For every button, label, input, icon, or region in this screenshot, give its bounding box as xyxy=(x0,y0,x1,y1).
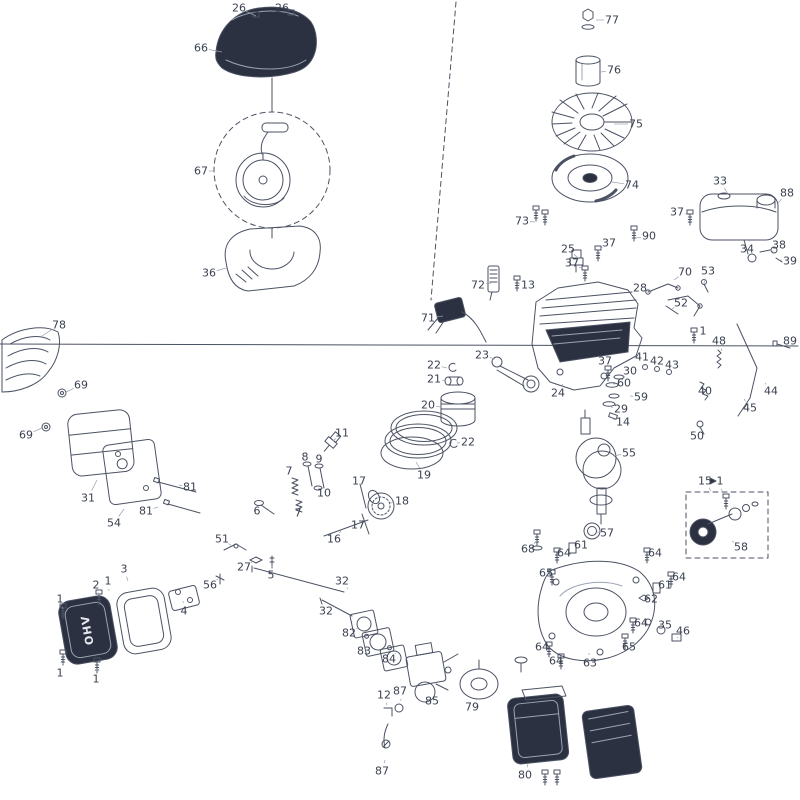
throttle-rods-art xyxy=(251,565,353,617)
recoil-starter-cover-art xyxy=(215,6,317,78)
cover-bolts-art xyxy=(514,542,682,673)
construction-lines xyxy=(271,1,457,301)
guide-plate-art xyxy=(168,585,200,611)
control-levers-art xyxy=(645,279,791,369)
intake-carburetor-art xyxy=(349,609,499,703)
air-cleaner-base-art xyxy=(459,659,499,700)
connecting-rod-art xyxy=(491,356,540,393)
piston-art xyxy=(440,391,476,427)
flywheel-fan-art xyxy=(551,92,633,152)
fuel-line-art xyxy=(381,703,404,749)
flywheel-art xyxy=(551,153,629,203)
fan-housing-art xyxy=(224,225,321,292)
muffler-bracket-art xyxy=(581,704,643,780)
carburetor-art xyxy=(405,642,459,703)
fuel-tank-art xyxy=(699,192,783,263)
valve-cover-gasket-art xyxy=(116,587,172,655)
piston-rings-art xyxy=(380,410,458,470)
muffler-gasket-art xyxy=(102,438,162,506)
lower-muffler-art xyxy=(507,685,570,786)
sump-bolt-art xyxy=(531,529,543,551)
crankshaft-art xyxy=(575,364,672,525)
rocker-parts-art xyxy=(215,543,275,585)
starter-cup-art xyxy=(575,55,601,87)
muffler-guard-art xyxy=(1,327,61,393)
recoil-starter-assembly-art xyxy=(213,111,331,229)
ignition-coil-art xyxy=(427,297,487,343)
camshaft-gear-assembly-art xyxy=(685,477,769,559)
muffler-art xyxy=(67,409,135,477)
crankcase-cover-art xyxy=(537,560,656,662)
governor-rod-art xyxy=(0,323,799,435)
valve-train-art xyxy=(254,431,395,537)
muffler-bolts-art xyxy=(41,388,67,432)
coil-bolt-art xyxy=(513,275,521,292)
shroud-bolts-art xyxy=(532,205,694,242)
long-bolts-art xyxy=(152,476,201,514)
ohv-label: OHV xyxy=(78,614,96,646)
oil-seal-art xyxy=(583,522,601,540)
charging-coil-art xyxy=(487,265,500,301)
spark-plug-art xyxy=(569,245,602,282)
cylinder-block-art xyxy=(531,281,643,391)
flywheel-nut-art xyxy=(581,8,595,30)
